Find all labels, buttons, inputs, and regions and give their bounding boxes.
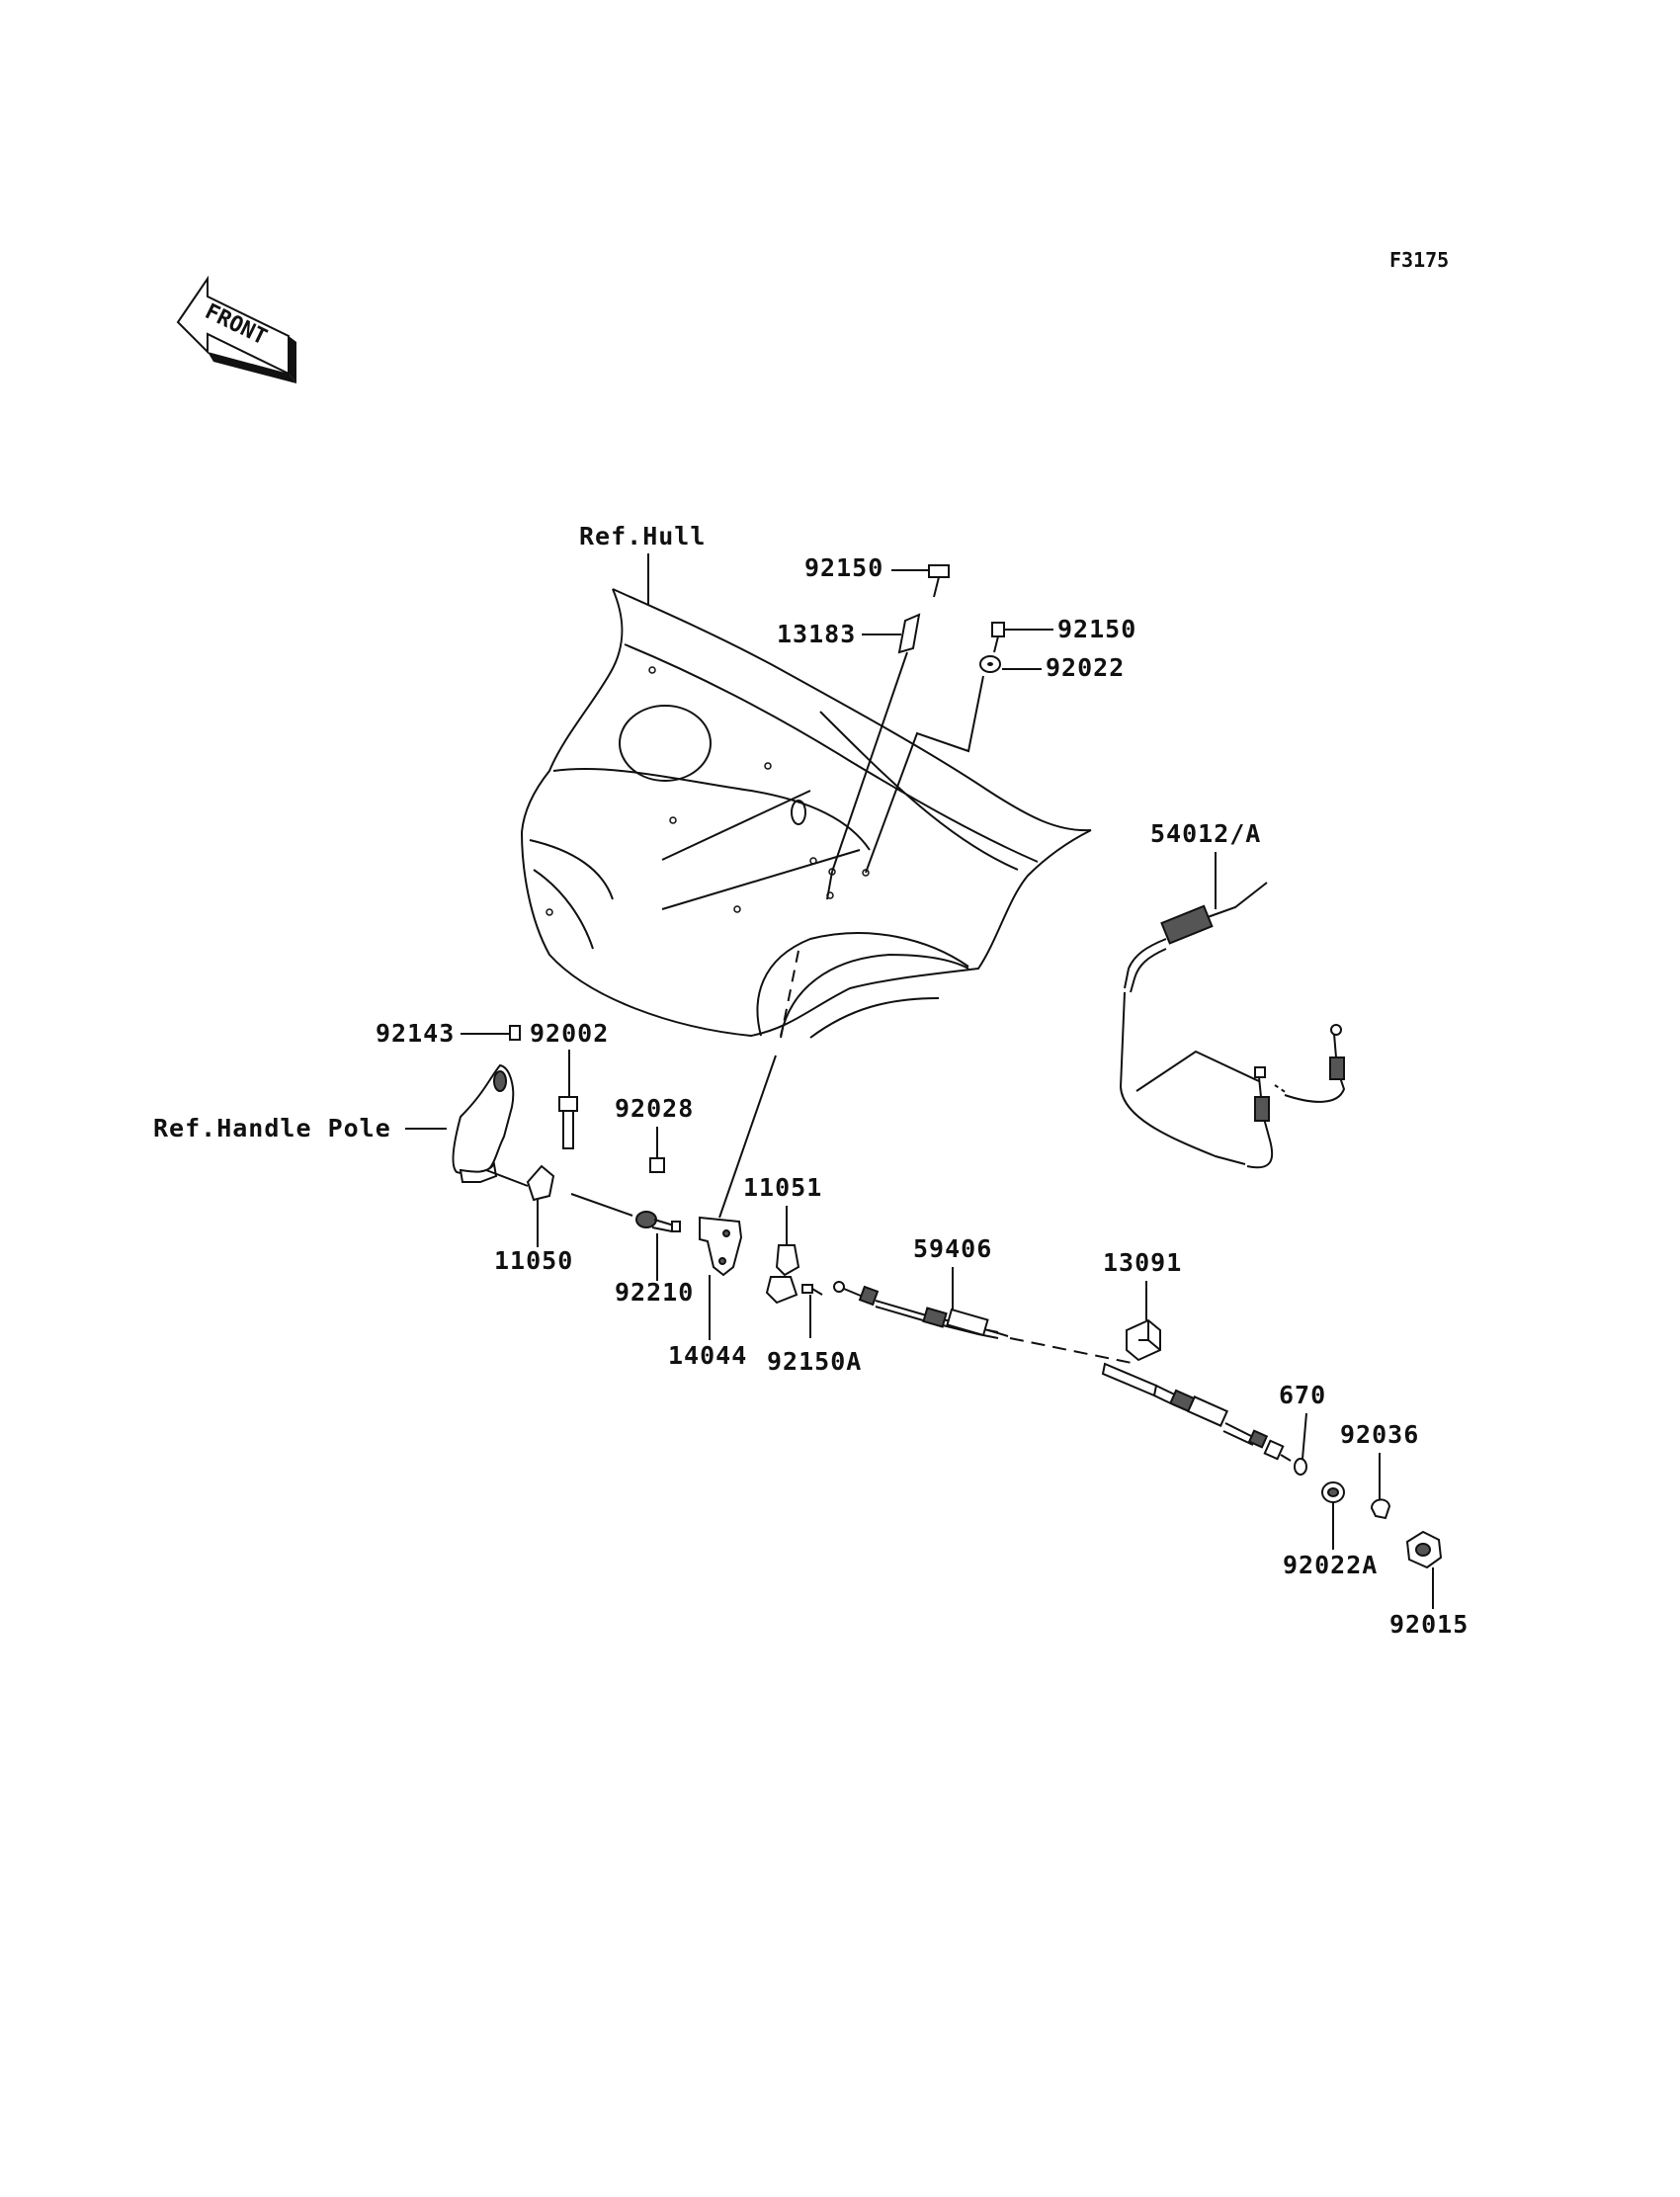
- callout-92150-top: 92150: [804, 553, 883, 582]
- callout-92210: 92210: [615, 1278, 694, 1307]
- hull-drawing: [520, 588, 1092, 1039]
- oring-670: [1294, 1458, 1307, 1476]
- clamp-11051: [765, 1244, 800, 1305]
- bolt-92150-top: [928, 564, 950, 598]
- ref-hull-label: Ref.Hull: [579, 522, 706, 550]
- callout-92002: 92002: [530, 1019, 609, 1048]
- ref-handle-pole-label: Ref.Handle Pole: [153, 1114, 391, 1142]
- bolt-92150A: [801, 1284, 823, 1296]
- bracket-14044: [699, 1216, 743, 1277]
- nut-92028: [649, 1157, 665, 1173]
- choke-cable-54012: [1120, 882, 1346, 1169]
- callout-11050: 11050: [494, 1246, 573, 1275]
- clip-92036: [1370, 1498, 1391, 1520]
- bolt-92150-right: [991, 622, 1005, 653]
- callout-11051: 11051: [743, 1173, 822, 1202]
- link-11050: [526, 1164, 555, 1202]
- callout-670: 670: [1279, 1381, 1326, 1409]
- figure-code: F3175: [1389, 248, 1449, 272]
- throttle-cable-59406: [833, 1281, 1292, 1462]
- bolt-92002: [558, 1096, 578, 1149]
- nut-92015: [1405, 1530, 1443, 1569]
- pin-92143: [509, 1025, 521, 1041]
- callout-59406: 59406: [913, 1234, 992, 1263]
- callout-92028: 92028: [615, 1094, 694, 1123]
- callout-14044: 14044: [668, 1341, 747, 1370]
- handle-pole-bracket: [452, 1063, 515, 1183]
- callout-92150A: 92150A: [767, 1347, 862, 1376]
- joint-92210: [635, 1211, 681, 1232]
- washer-92022: [979, 655, 1001, 673]
- callout-92015: 92015: [1389, 1610, 1469, 1639]
- callout-92022: 92022: [1046, 653, 1125, 682]
- front-arrow-icon: FRONT: [176, 275, 296, 383]
- callout-54012: 54012/A: [1150, 819, 1261, 848]
- callout-92150-right: 92150: [1057, 615, 1136, 643]
- callout-13091: 13091: [1103, 1248, 1182, 1277]
- washer-92022A: [1321, 1481, 1345, 1503]
- callout-92022A: 92022A: [1283, 1551, 1378, 1579]
- clip-13183: [897, 613, 921, 654]
- callout-92036: 92036: [1340, 1420, 1419, 1449]
- grommet-13091: [1126, 1318, 1161, 1362]
- callout-13183: 13183: [777, 620, 856, 648]
- callout-92143: 92143: [376, 1019, 455, 1048]
